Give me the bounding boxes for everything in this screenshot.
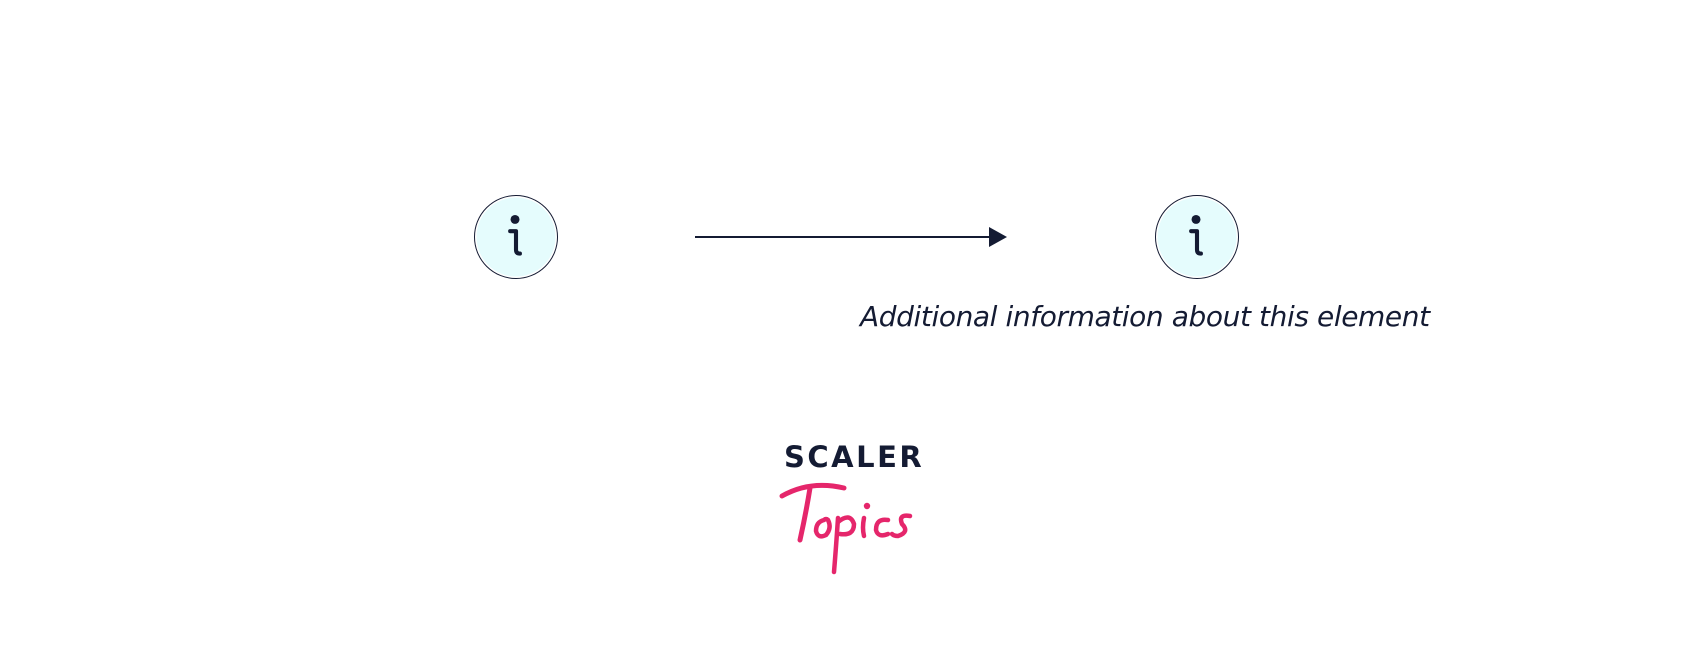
scaler-topics-logo: SCALER: [770, 440, 940, 580]
right-arrow: [695, 226, 1007, 248]
info-icon-with-tooltip[interactable]: [1155, 195, 1239, 279]
topics-script-logo: [779, 482, 913, 575]
tooltip-text: Additional information about this elemen…: [860, 300, 1430, 333]
info-icon[interactable]: [474, 195, 558, 279]
logo-wordmark: SCALER: [784, 440, 925, 474]
